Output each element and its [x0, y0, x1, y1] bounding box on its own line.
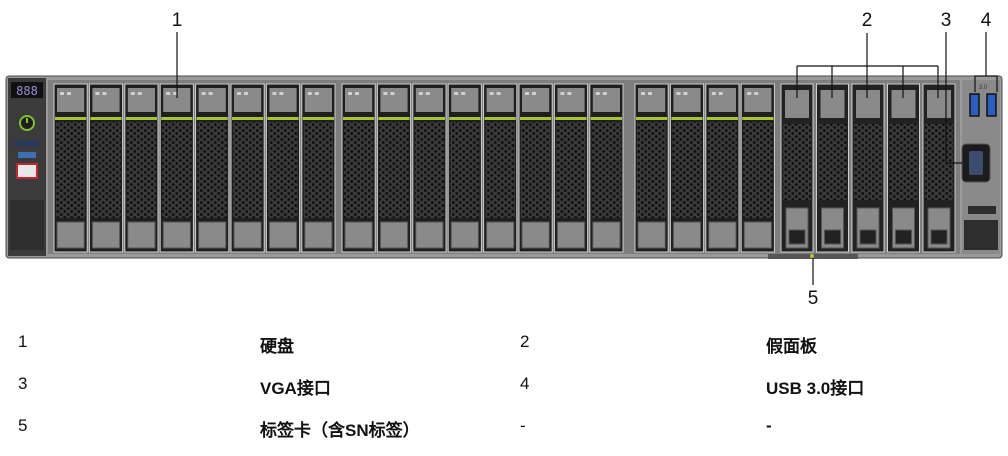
legend-label: 硬盘	[260, 337, 294, 356]
legend-number: 3	[18, 374, 28, 393]
legend-label: 假面板	[766, 337, 817, 356]
drive-bay[interactable]	[376, 83, 412, 253]
label-card-marker	[810, 254, 814, 258]
drive-bay[interactable]	[230, 83, 265, 253]
legend-label: -	[766, 416, 772, 435]
right-label-slot	[968, 206, 996, 214]
drive-bay[interactable]	[265, 83, 301, 253]
drive-bay[interactable]	[589, 83, 624, 253]
callout-number-5: 5	[808, 288, 819, 309]
drive-bay[interactable]	[740, 83, 775, 253]
drive-bay[interactable]	[705, 83, 740, 253]
legend-label: VGA接口	[260, 379, 331, 398]
drive-bay[interactable]	[518, 83, 553, 253]
drive-bay[interactable]	[301, 83, 336, 253]
callout-number-1: 1	[172, 10, 183, 31]
filler-panel[interactable]	[887, 83, 920, 253]
drive-bay[interactable]	[447, 83, 482, 253]
uid-indicator-icon	[14, 140, 40, 147]
drive-bay[interactable]	[669, 83, 705, 253]
drive-bay[interactable]	[634, 83, 669, 253]
callout-number-3: 3	[941, 10, 952, 31]
drive-bay[interactable]	[341, 83, 376, 253]
vga-port-inner	[969, 151, 983, 175]
drive-bay[interactable]	[124, 83, 159, 253]
callout-line-2-branches	[796, 66, 939, 98]
legend-number: 1	[18, 332, 28, 351]
drive-bay[interactable]	[195, 83, 230, 253]
server-front-panel-figure: 888 3.0 1 2 3 4 5	[5, 10, 1003, 309]
filler-panels	[780, 83, 956, 253]
legend-row: 5 标签卡（含SN标签） - -	[0, 416, 1008, 456]
callout-line-3	[945, 32, 962, 164]
callout-line-4-bracket	[974, 75, 998, 92]
network-indicator-icon	[18, 152, 36, 158]
drive-bay[interactable]	[483, 83, 518, 253]
right-grille	[964, 220, 998, 250]
filler-panel[interactable]	[922, 83, 956, 253]
drive-bays	[53, 83, 775, 253]
drive-bay[interactable]	[412, 83, 447, 253]
health-indicator-icon	[16, 163, 38, 179]
legend-number: 5	[18, 416, 28, 435]
filler-panel[interactable]	[851, 83, 885, 253]
drive-bay[interactable]	[53, 83, 88, 253]
legend-label: USB 3.0接口	[766, 379, 865, 398]
legend-label: 标签卡（含SN标签）	[260, 421, 420, 440]
filler-panel[interactable]	[780, 83, 814, 253]
legend-row: 1 硬盘 2 假面板	[0, 332, 1008, 372]
status-display-digits: 888	[16, 84, 38, 98]
legend-number: 4	[520, 374, 530, 393]
legend-number: -	[520, 416, 526, 435]
legend-row: 3 VGA接口 4 USB 3.0接口	[0, 374, 1008, 414]
filler-panel[interactable]	[816, 83, 849, 253]
usb-tag: 3.0	[979, 85, 988, 91]
drive-bay[interactable]	[159, 83, 194, 253]
drive-bay[interactable]	[88, 83, 124, 253]
usb-port-left[interactable]	[969, 93, 980, 117]
usb-port-right[interactable]	[986, 93, 997, 117]
callout-number-4: 4	[981, 10, 992, 31]
callout-number-2: 2	[862, 10, 873, 31]
legend-number: 2	[520, 332, 530, 351]
left-panel-grille	[10, 200, 44, 250]
status-display	[11, 82, 43, 98]
drive-bay[interactable]	[553, 83, 589, 253]
